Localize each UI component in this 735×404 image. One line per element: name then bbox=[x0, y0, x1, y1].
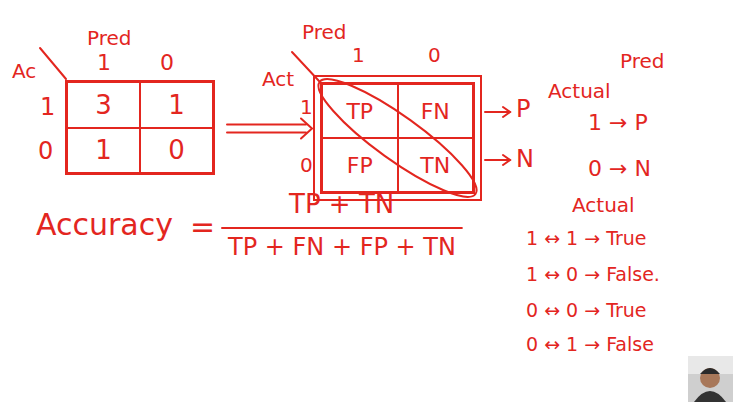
matrix-cell: TN bbox=[398, 138, 474, 192]
row-arrow bbox=[485, 159, 510, 161]
webcam-thumbnail bbox=[688, 356, 733, 402]
note-text: 1 bbox=[300, 96, 313, 119]
arrow-head bbox=[503, 107, 510, 117]
matrix-cell: 3 bbox=[67, 82, 140, 128]
note-text: Act bbox=[262, 68, 294, 91]
note-text: 0 ↔ 0 → True bbox=[526, 300, 647, 322]
note-text: 1 bbox=[40, 94, 55, 122]
matrix-cell: 0 bbox=[140, 128, 213, 174]
note-text: 0 bbox=[160, 50, 174, 75]
fraction-bar bbox=[222, 227, 462, 229]
note-text: Accuracy bbox=[36, 208, 173, 243]
cell-value: 1 bbox=[95, 135, 112, 165]
note-text: 0 → N bbox=[588, 156, 651, 181]
note-text: N bbox=[516, 146, 534, 174]
note-text: Ac bbox=[12, 60, 36, 83]
note-text: 0 ↔ 1 → False bbox=[526, 334, 654, 356]
note-text: 0 bbox=[38, 138, 53, 166]
note-text: 1 bbox=[352, 44, 365, 67]
note-text: TP + FN + FP + TN bbox=[228, 234, 456, 262]
note-text: 1 ↔ 1 → True bbox=[526, 228, 647, 250]
matrix-cell: 1 bbox=[67, 128, 140, 174]
row-arrow bbox=[485, 111, 510, 113]
matrix-cell: TP bbox=[322, 84, 398, 138]
note-text: 1 → P bbox=[588, 110, 648, 135]
cell-value: TP bbox=[346, 99, 373, 124]
arrow-head bbox=[503, 155, 510, 165]
note-text: Actual bbox=[572, 194, 635, 217]
note-text: 0 bbox=[428, 44, 441, 67]
double-arrow bbox=[227, 119, 312, 139]
outer-frame bbox=[314, 76, 481, 200]
note-text: Actual bbox=[548, 80, 611, 103]
note-text: TP + TN bbox=[289, 190, 394, 220]
note-text: 1 bbox=[97, 50, 111, 75]
axis-heading: Pred bbox=[302, 20, 347, 44]
cell-value: FN bbox=[421, 99, 450, 124]
confusion-matrix: PredTPFNFPTN bbox=[320, 82, 475, 194]
matrix-cell: 1 bbox=[140, 82, 213, 128]
cell-value: TN bbox=[420, 153, 450, 178]
cell-value: FP bbox=[347, 153, 373, 178]
note-text: P bbox=[516, 96, 530, 124]
cell-value: 3 bbox=[95, 90, 112, 120]
corner-slash bbox=[40, 48, 66, 79]
note-text: Pred bbox=[620, 50, 665, 73]
note-text: 1 ↔ 0 → False. bbox=[526, 264, 660, 286]
matrix-cell: FP bbox=[322, 138, 398, 192]
matrix-cell: FN bbox=[398, 84, 474, 138]
note-text: 0 bbox=[300, 154, 313, 177]
cell-value: 1 bbox=[168, 90, 185, 120]
cell-value: 0 bbox=[168, 135, 185, 165]
confusion-matrix: Pred3110 bbox=[65, 80, 215, 175]
note-text: = bbox=[190, 210, 215, 245]
axis-heading: Pred bbox=[87, 26, 132, 50]
